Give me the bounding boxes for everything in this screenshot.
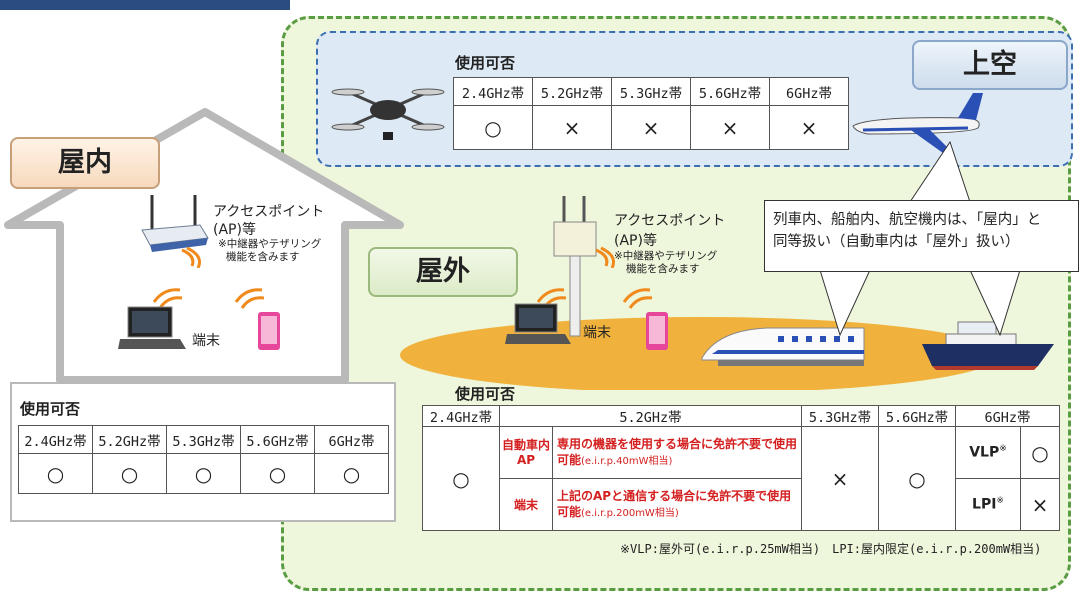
terminal-label-indoor: 端末: [192, 333, 220, 349]
header-strip: [0, 0, 290, 10]
table-header: 5.3GHz帯: [166, 425, 241, 454]
table-header: 2.4GHz帯: [453, 77, 533, 106]
sky-label: 上空: [912, 40, 1068, 90]
smartphone-icon: [646, 312, 668, 350]
indoor-ap-note1: ※中継器やテザリング: [218, 238, 322, 250]
table-header: 6GHz帯: [314, 425, 389, 454]
outdoor-usage-table: 2.4GHz帯 5.2GHz帯 5.3GHz帯 5.6GHz帯 6GHz帯 ○ …: [422, 405, 1060, 531]
drone-icon: [331, 88, 445, 140]
table-header: 5.2GHz帯: [532, 77, 612, 106]
terminal-label-outdoor: 端末: [583, 325, 611, 341]
table-header: 2.4GHz帯: [422, 405, 500, 427]
ship-icon: [922, 321, 1054, 370]
table-cell: ×: [611, 105, 691, 150]
laptop-icon: [505, 303, 571, 344]
outdoor-ap-title: アクセスポイント: [614, 213, 726, 229]
outdoor-label: 屋外: [368, 247, 518, 297]
airplane-icon: [852, 93, 983, 153]
router-icon: [141, 195, 209, 252]
callout-box: 列車内、船舶内、航空機内は、「屋内」と 同等扱い（自動車内は「屋外」扱い）: [764, 200, 1079, 272]
callout-line2: 同等扱い（自動車内は「屋外」扱い）: [773, 234, 1020, 251]
table-cell: ×: [801, 426, 879, 531]
table-header: 5.6GHz帯: [690, 77, 770, 106]
terminal-row-label: 端末: [499, 478, 553, 531]
lpi-label: LPI※: [955, 478, 1021, 531]
outdoor-ap-pole-icon: [553, 196, 597, 337]
table-cell: ○: [1020, 426, 1060, 479]
smartphone-icon: [258, 312, 280, 350]
table-cell: ○: [166, 453, 241, 494]
table-cell: ○: [422, 426, 500, 531]
table-cell: ×: [690, 105, 770, 150]
table-cell: ○: [878, 426, 956, 531]
table-header: 5.3GHz帯: [801, 405, 879, 427]
table-header: 5.6GHz帯: [878, 405, 956, 427]
table-header: 6GHz帯: [955, 405, 1060, 427]
callout-pointers: [819, 140, 1021, 337]
indoor-ap-title2: (AP)等: [213, 222, 256, 238]
signal-icon: [622, 288, 653, 309]
table-header: 2.4GHz帯: [18, 425, 93, 454]
table-cell: ○: [240, 453, 315, 494]
signal-icon: [152, 288, 183, 309]
vlp-label: VLP※: [955, 426, 1021, 479]
sky-usage-label: 使用可否: [455, 54, 516, 72]
table-header: 6GHz帯: [769, 77, 849, 106]
table-header: 5.2GHz帯: [499, 405, 802, 427]
outdoor-usage-label: 使用可否: [455, 385, 516, 403]
indoor-usage-label: 使用可否: [20, 400, 81, 418]
table-cell: ○: [18, 453, 93, 494]
indoor-ap-note2: 機能を含みます: [226, 251, 300, 263]
table-cell: ○: [314, 453, 389, 494]
table-header: 5.2GHz帯: [92, 425, 167, 454]
outdoor-ap-note2: 機能を含みます: [626, 263, 700, 275]
callout-line1: 列車内、船舶内、航空機内は、「屋内」と: [773, 212, 1042, 228]
laptop-icon: [118, 306, 186, 349]
train-icon: [701, 327, 865, 366]
indoor-label: 屋内: [10, 137, 160, 189]
table-header: 5.6GHz帯: [240, 425, 315, 454]
table-cell: ○: [453, 105, 533, 150]
indoor-ap-title: アクセスポイント: [213, 204, 325, 220]
car-ap-text: 専用の機器を使用する場合に免許不要で使用可能(e.i.r.p.40mW相当): [552, 426, 802, 479]
car-ap-label: 自動車内AP: [499, 426, 553, 479]
table-cell: ×: [532, 105, 612, 150]
outdoor-ap-title2: (AP)等: [614, 233, 657, 249]
table-header: 5.3GHz帯: [611, 77, 691, 106]
table-cell: ×: [769, 105, 849, 150]
outdoor-ap-note1: ※中継器やテザリング: [614, 250, 718, 262]
indoor-usage-table: 2.4GHz帯 5.2GHz帯 5.3GHz帯 5.6GHz帯 6GHz帯 ○ …: [18, 425, 389, 494]
terminal-row-text: 上記のAPと通信する場合に免許不要で使用可能(e.i.r.p.200mW相当): [552, 478, 802, 531]
signal-icon: [234, 288, 265, 309]
table-cell: ○: [92, 453, 167, 494]
table-cell: ×: [1020, 478, 1060, 531]
sky-usage-table: 2.4GHz帯 5.2GHz帯 5.3GHz帯 5.6GHz帯 6GHz帯 ○ …: [453, 77, 849, 150]
signal-icon: [181, 246, 202, 268]
footnote: ※VLP:屋外可(e.i.r.p.25mW相当) LPI:屋内限定(e.i.r.…: [620, 542, 1042, 556]
signal-icon: [595, 246, 616, 268]
